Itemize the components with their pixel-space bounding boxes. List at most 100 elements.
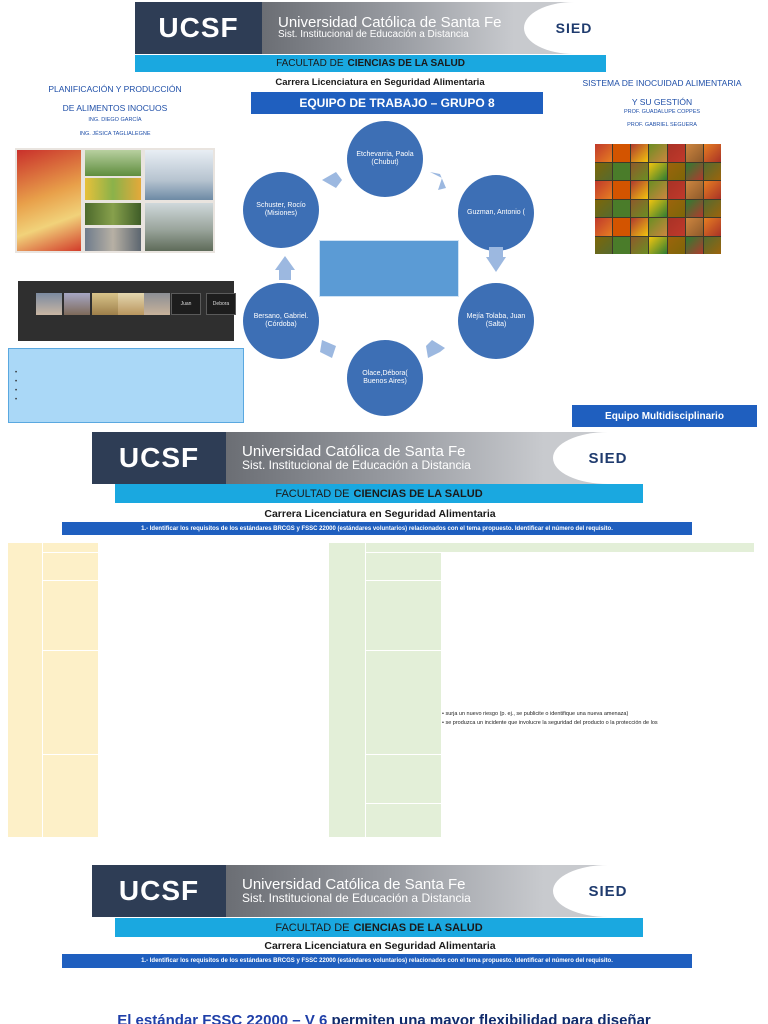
table-divider (42, 552, 98, 553)
food-photo-tile (667, 199, 685, 217)
food-photo-tile (667, 144, 685, 162)
bullet-item: • (15, 388, 18, 394)
requirement-bullet-1: • surja un nuevo riesgo (p. ej., se publ… (442, 711, 629, 717)
university-line2: Sist. Institucional de Educación a Dista… (278, 29, 469, 41)
multidisciplinary-label: Equipo Multidisciplinario (572, 405, 757, 427)
bullet-list: • • • • (15, 369, 17, 405)
right-course-line2: Y SU GESTIÓN (631, 97, 693, 107)
ucsf-logo: UCSF (92, 432, 226, 484)
food-production-photo-collage (15, 148, 215, 253)
arrow-left-icon (426, 340, 445, 358)
fssc-heading-underlined: El estándar FSSC 22000 – V 6 (117, 1012, 328, 1024)
arrow-right-icon (430, 172, 446, 190)
table-divider (365, 803, 441, 804)
ucsf-logo: UCSF (92, 865, 226, 917)
right-course-prof1: PROF. GUADALUPE COPPES (623, 109, 701, 115)
food-photo-tile (667, 236, 685, 254)
faculty-name: CIENCIAS DE LA SALUD (353, 921, 483, 934)
right-course-prof2: PROF. GABRIEL SEGUERA (627, 122, 697, 128)
arrow-up-icon (275, 256, 295, 270)
food-photo-tile (613, 236, 631, 254)
sied-logo: SIED (553, 865, 663, 917)
university-line2: Sist. Institucional de Educación a Dista… (242, 891, 471, 906)
university-line1: Universidad Católica de Santa Fe (242, 443, 466, 461)
table-divider (365, 543, 366, 837)
food-photo-tile (595, 181, 613, 199)
food-photo-tile (631, 199, 649, 217)
photo-field-workers (85, 150, 141, 176)
member-circle-guzman: Guzman, Antonio ( (458, 175, 534, 251)
food-photo-tile (667, 181, 685, 199)
right-course-line1: SISTEMA DE INOCUIDAD ALIMENTARIA (582, 78, 742, 88)
food-photo-tile (703, 199, 721, 217)
table-divider (365, 650, 441, 651)
sied-area: SIED (514, 2, 624, 54)
sied-area: SIED (544, 432, 663, 484)
photo-vegetables (85, 203, 141, 225)
table-header-green (441, 543, 754, 552)
photo-bread-package (17, 150, 81, 251)
food-photo-tile (613, 162, 631, 180)
video-name-tile: Debora (206, 293, 236, 315)
left-course-prof2: ING. JÉSICA TAGLIALEGNE (79, 131, 151, 137)
bullet-item: • (15, 370, 18, 376)
food-photo-tile (667, 162, 685, 180)
food-photo-tile (631, 144, 649, 162)
food-photo-tile (595, 236, 613, 254)
carrera-title-1: Carrera Licenciatura en Seguridad Alimen… (275, 77, 485, 88)
video-participant (64, 293, 90, 315)
arrow-right-icon (322, 172, 342, 188)
arrow-down-icon (489, 247, 503, 258)
arrow-left-icon (320, 340, 336, 358)
food-photo-tile (613, 181, 631, 199)
university-line2: Sist. Institucional de Educación a Dista… (242, 458, 471, 473)
arrow-up-icon (279, 269, 291, 280)
member-circle-etchevarria: Etchevarria, Paola (Chubut) (347, 121, 423, 197)
fssc-heading-rest: permiten una mayor flexibilidad para dis… (327, 1012, 651, 1024)
requirement-bar-2: 1.- Identificar los requisitos de los es… (62, 522, 692, 535)
university-name: Universidad Católica de Santa Fe Sist. I… (226, 865, 544, 917)
table-divider (42, 754, 98, 755)
food-photo-tile (649, 236, 667, 254)
food-photo-tile (649, 144, 667, 162)
faculty-prefix: FACULTAD DE (275, 921, 350, 934)
table-col-white-1 (98, 543, 329, 837)
right-course-title: SISTEMA DE INOCUIDAD ALIMENTARIA Y SU GE… (562, 74, 762, 112)
ucsf-banner-1: UCSF Universidad Católica de Santa Fe Si… (135, 2, 624, 54)
table-divider (365, 580, 441, 581)
bullet-item: • (15, 379, 18, 385)
photo-market (85, 228, 141, 251)
photo-greenhouse (145, 203, 213, 251)
left-course-line2: DE ALIMENTOS INOCUOS (62, 103, 168, 113)
food-photo-tile (685, 181, 703, 199)
university-line1: Universidad Católica de Santa Fe (278, 14, 502, 32)
food-photo-tile (703, 162, 721, 180)
fssc-heading: El estándar FSSC 22000 – V 6 permiten un… (0, 1012, 768, 1024)
food-photo-tile (631, 236, 649, 254)
carrera-title-2: Carrera Licenciatura en Seguridad Alimen… (264, 508, 496, 520)
ucsf-banner-2: UCSF Universidad Católica de Santa Fe Si… (92, 432, 663, 484)
faculty-prefix: FACULTAD DE (275, 487, 350, 500)
video-name-tile: Juan (171, 293, 201, 315)
faculty-prefix: FACULTAD DE (276, 58, 344, 69)
food-photo-tile (613, 144, 631, 162)
food-photo-tile (631, 218, 649, 236)
photo-produce (85, 178, 141, 200)
food-photo-tile (703, 236, 721, 254)
arrow-down-icon (486, 257, 506, 272)
food-photo-tile (685, 236, 703, 254)
sied-logo: SIED (524, 2, 624, 54)
left-course-title: PLANIFICACIÓN Y PRODUCCIÓN DE ALIMENTOS … (30, 80, 200, 118)
table-divider (42, 543, 43, 837)
food-photo-tile (649, 162, 667, 180)
food-photo-tile (703, 144, 721, 162)
food-photo-tile (685, 218, 703, 236)
member-circle-bersano: Bersano, Gabriel. (Córdoba) (243, 283, 319, 359)
food-photo-tile (595, 162, 613, 180)
food-photo-grid (595, 144, 721, 254)
table-divider (365, 754, 441, 755)
carrera-title-3: Carrera Licenciatura en Seguridad Alimen… (264, 940, 496, 952)
bullet-item: • (15, 397, 18, 403)
